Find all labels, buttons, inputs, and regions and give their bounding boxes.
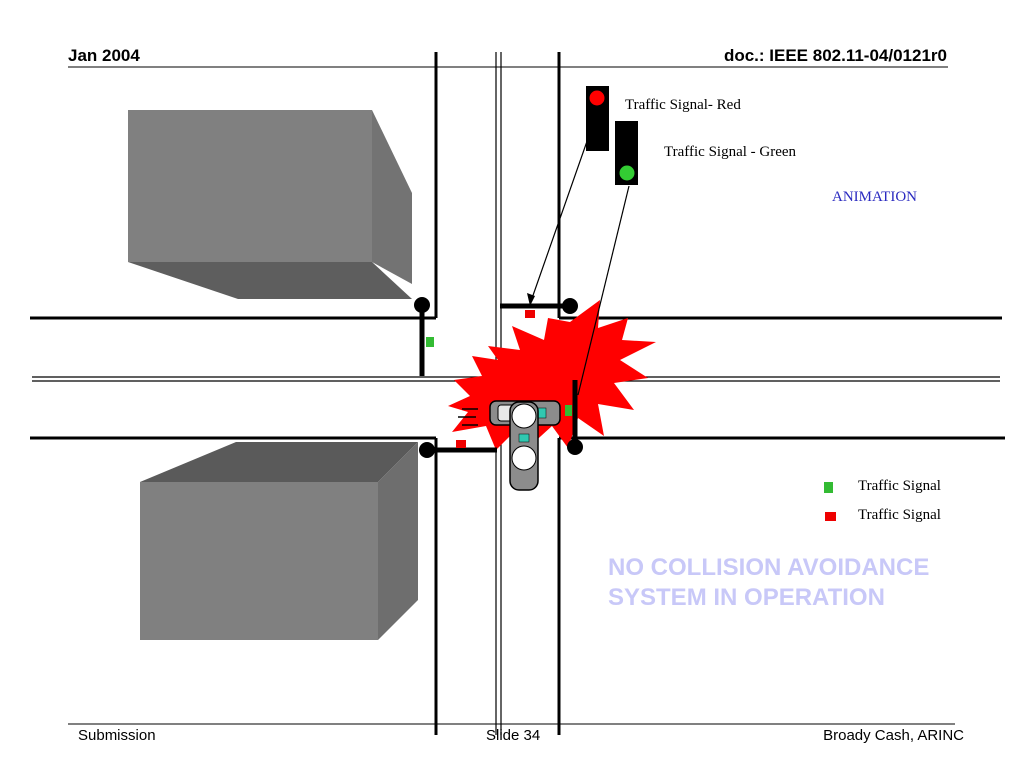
warning-line-1: NO COLLISION AVOIDANCE: [608, 554, 930, 581]
building-bottom-left: [140, 442, 418, 640]
warning-message: NO COLLISION AVOIDANCE SYSTEM IN OPERATI…: [608, 553, 929, 613]
legend-red-swatch: [825, 512, 836, 521]
footer-slide-number: Slide 34: [486, 727, 541, 744]
legend-red-label: Traffic Signal: [858, 507, 941, 523]
legend-green-label: Traffic Signal: [858, 478, 941, 494]
header-date: Jan 2004: [68, 46, 140, 65]
car-vertical: [509, 401, 539, 491]
signal-poles: [414, 297, 583, 458]
signal-pointer-arrows: [527, 126, 630, 396]
traffic-light-red-icon: [586, 86, 609, 151]
animation-label: ANIMATION: [832, 189, 917, 205]
building-top-left: [128, 110, 412, 299]
header-doc-id: doc.: IEEE 802.11-04/0121r0: [723, 46, 947, 65]
traffic-light-green-icon: [615, 121, 638, 185]
footer-author: Broady Cash, ARINC: [823, 727, 964, 744]
crash-burst: [448, 300, 656, 450]
label-signal-green: Traffic Signal - Green: [664, 144, 797, 160]
warning-line-2: SYSTEM IN OPERATION: [608, 584, 885, 611]
footer-submission: Submission: [78, 727, 156, 744]
legend-green-swatch: [824, 482, 833, 493]
label-signal-red: Traffic Signal- Red: [625, 97, 741, 113]
